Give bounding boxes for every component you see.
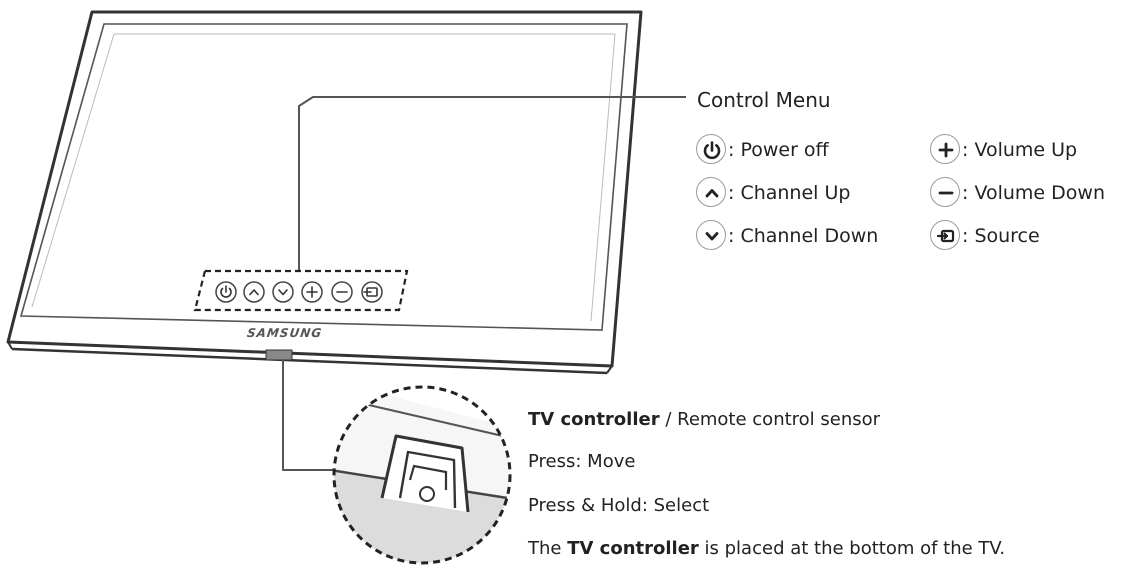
channel-up-icon [696, 177, 726, 207]
channel-up-icon [249, 289, 259, 296]
tv-controller-sensor [265, 349, 293, 361]
remote-sensor-text: / Remote control sensor [659, 409, 881, 430]
volume-down-icon [930, 177, 960, 207]
channel-down-icon [696, 220, 726, 250]
channel-down-label: : Channel Down [728, 225, 879, 247]
power-icon [220, 287, 232, 298]
tv-controller-leader [282, 360, 338, 471]
tv-controller-term-2: TV controller [567, 538, 699, 559]
tv-controller-heading: TV controller / Remote control sensor [528, 409, 880, 431]
power-icon [696, 134, 726, 164]
volume-down-label: : Volume Down [962, 182, 1105, 204]
source-label: : Source [962, 225, 1040, 247]
panel-buttons-highlight [193, 269, 409, 312]
volume-up-label: : Volume Up [962, 139, 1078, 161]
tv-brand-logo: SAMSUNG [246, 326, 324, 340]
channel-down-icon [278, 289, 288, 296]
tv-screen [19, 23, 628, 331]
control-menu-title: Control Menu [697, 88, 831, 112]
source-icon [930, 220, 960, 250]
tv-controller-zoom [334, 387, 510, 563]
volume-up-icon [930, 134, 960, 164]
tv-controller-term: TV controller [528, 409, 660, 430]
zoom-circle-outline [332, 385, 512, 565]
panel-buttons [215, 281, 383, 303]
tv-controller-location-text: The TV controller is placed at the botto… [528, 538, 1006, 559]
power-off-label: : Power off [728, 139, 829, 161]
press-hold-select-text: Press & Hold: Select [528, 495, 710, 516]
tv-bezel [6, 10, 643, 368]
channel-up-label: : Channel Up [728, 182, 851, 204]
control-menu-leader [298, 96, 686, 270]
press-move-text: Press: Move [528, 451, 636, 472]
